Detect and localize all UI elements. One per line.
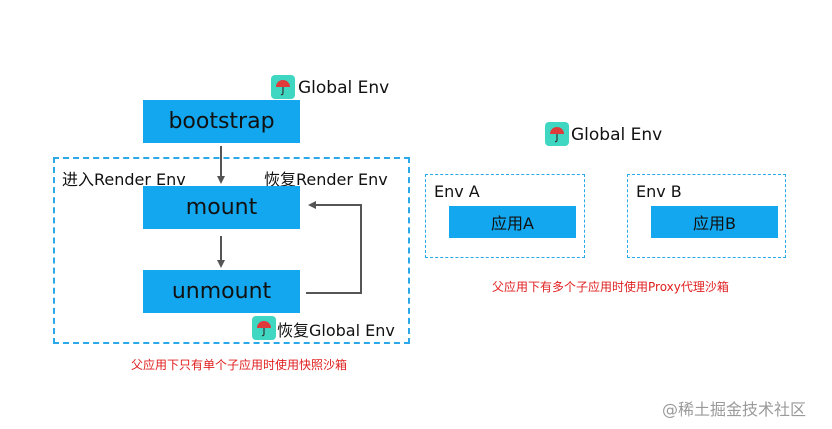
restore-global-env-label: 恢复Global Env (277, 321, 395, 340)
right-caption: 父应用下有多个子应用时使用Proxy代理沙箱 (492, 280, 729, 294)
app-b-label: 应用B (693, 214, 736, 233)
app-a-box: 应用A (449, 206, 576, 238)
app-a-label: 应用A (491, 214, 534, 233)
unmount-box: unmount (143, 270, 300, 313)
restore-render-env-label: 恢复Render Env (264, 170, 388, 189)
left-caption: 父应用下只有单个子应用时使用快照沙箱 (131, 358, 348, 372)
mount-label: mount (185, 195, 258, 220)
env-a-label: Env A (434, 182, 480, 201)
global-env-label-right: Global Env (571, 125, 663, 145)
env-b-container (627, 174, 786, 258)
bootstrap-label: bootstrap (168, 109, 275, 134)
watermark: @稀土掘金技术社区 (662, 400, 807, 419)
unmount-label: unmount (171, 279, 272, 304)
mount-box: mount (143, 186, 300, 229)
render-env-container (53, 157, 410, 344)
umbrella-icon (252, 316, 276, 340)
enter-render-env-label: 进入Render Env (62, 170, 186, 189)
umbrella-icon (545, 122, 569, 146)
global-env-label-left: Global Env (298, 78, 390, 98)
env-b-label: Env B (636, 182, 682, 201)
bootstrap-box: bootstrap (143, 100, 300, 143)
umbrella-icon (271, 75, 295, 99)
env-a-container (425, 174, 585, 258)
app-b-box: 应用B (651, 206, 778, 238)
